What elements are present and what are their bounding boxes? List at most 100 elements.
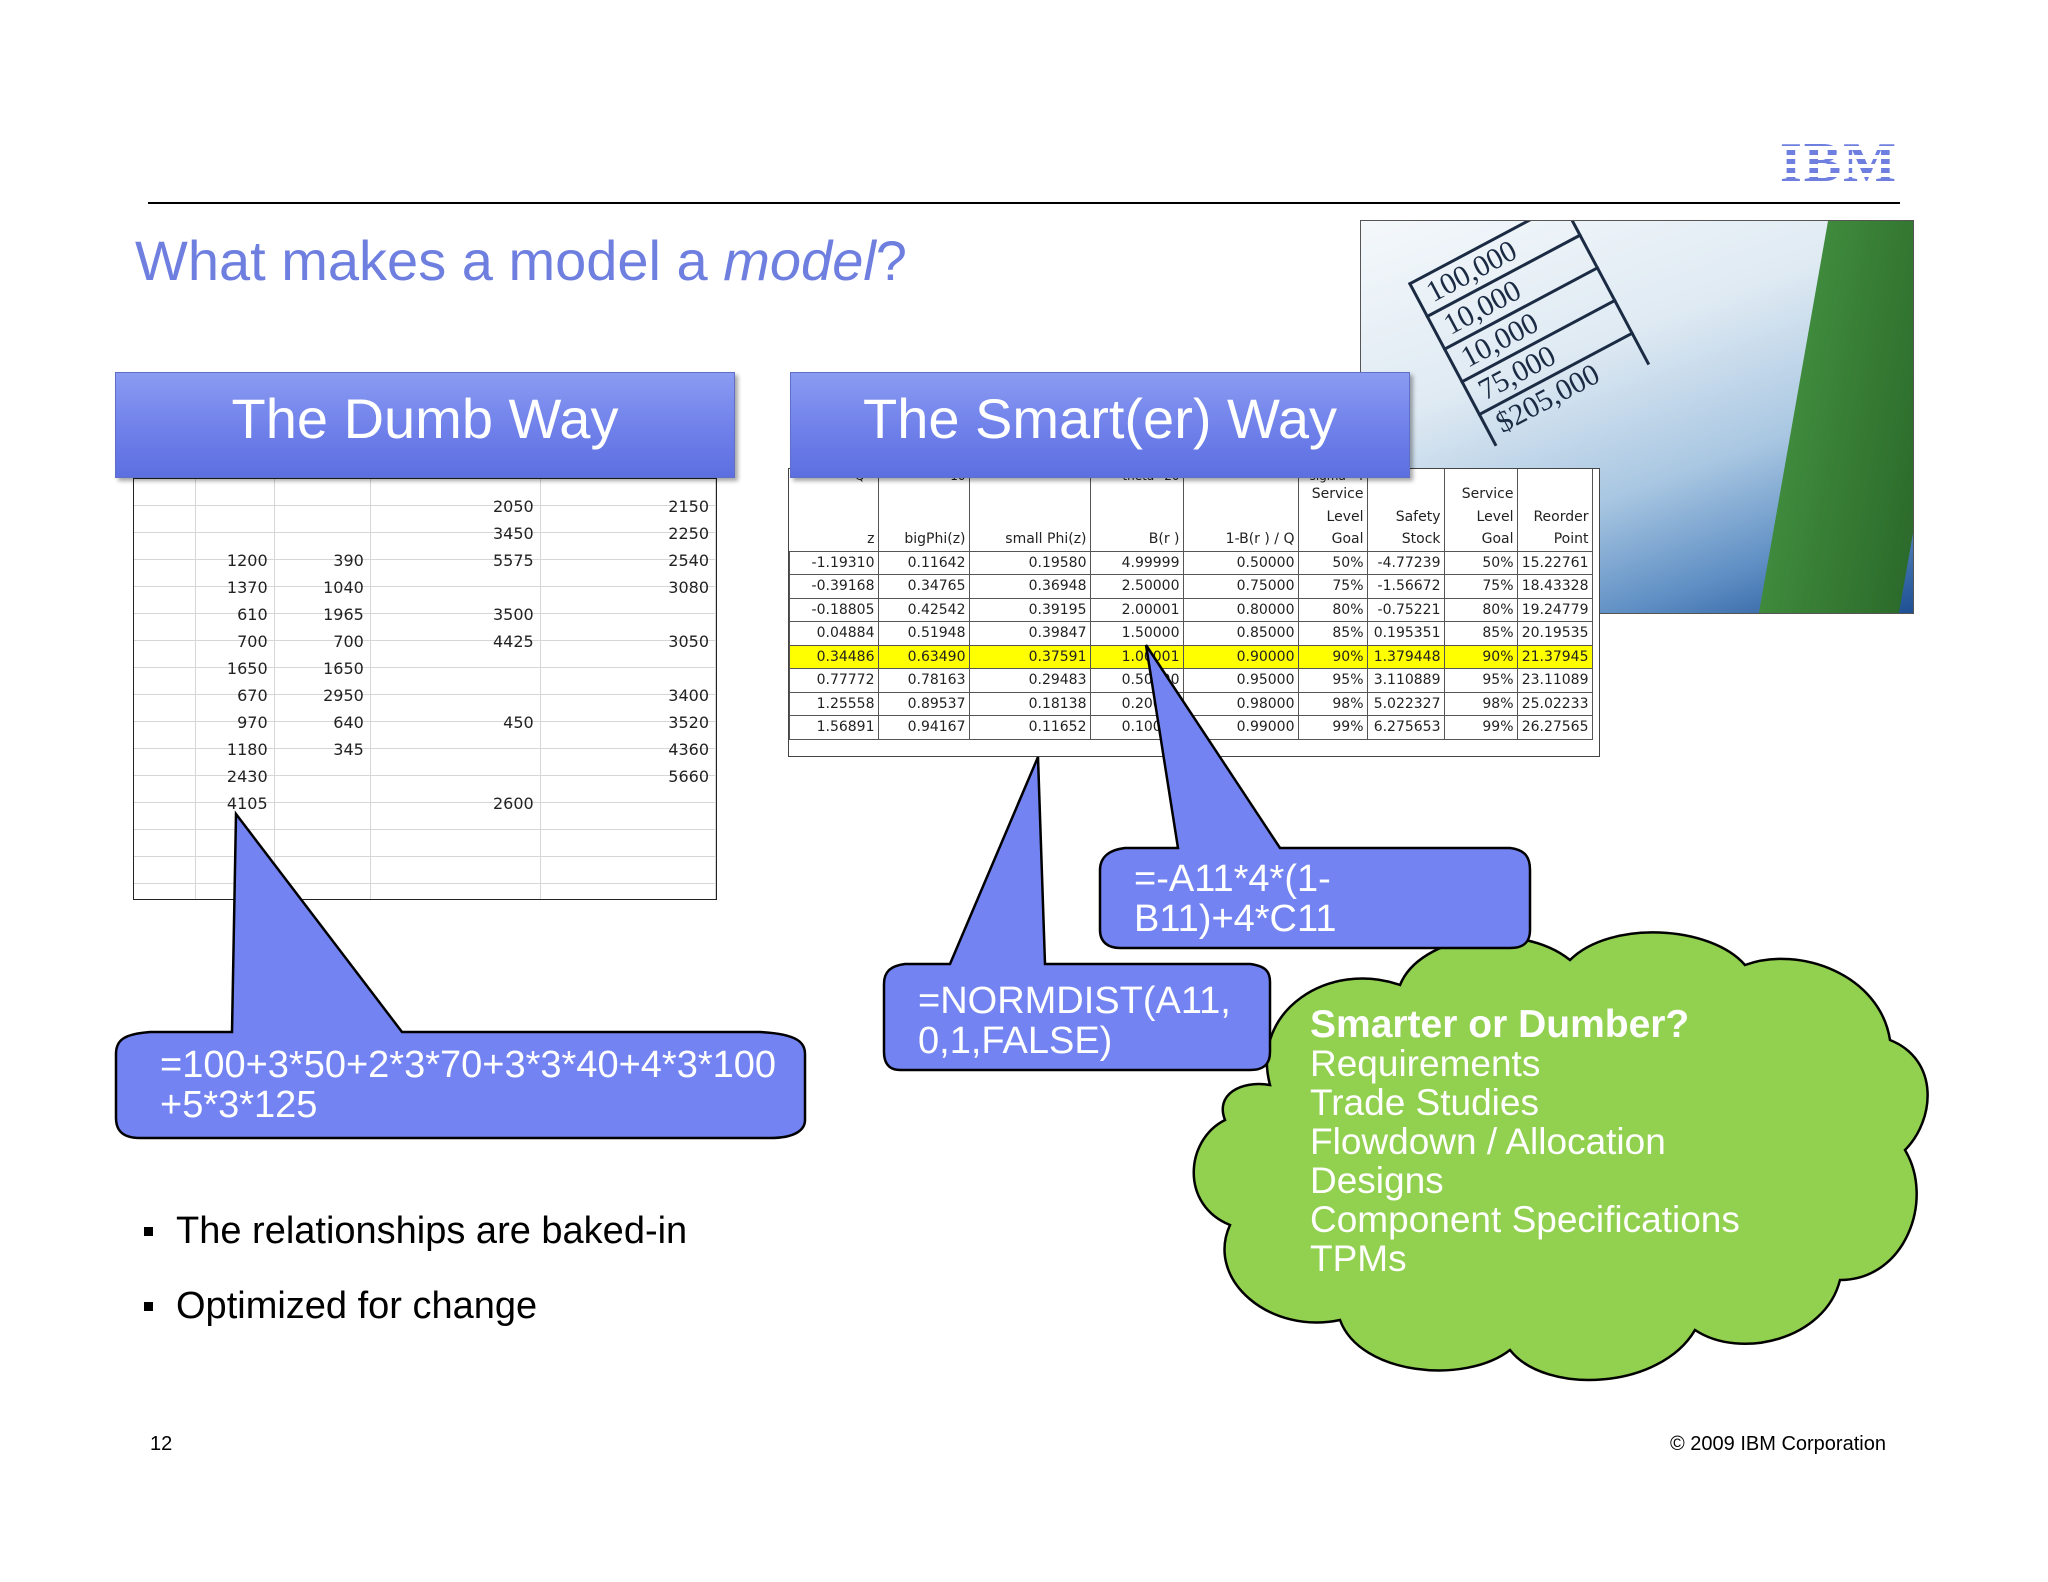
header-cell	[878, 483, 970, 506]
header-cell: small Phi(z)	[969, 528, 1091, 551]
table-cell	[370, 682, 541, 709]
table-cell	[370, 844, 541, 871]
table-cell	[274, 817, 371, 844]
table-cell: 25.02233	[1516, 691, 1593, 716]
title-suffix: ?	[875, 229, 907, 292]
table-cell: 75%	[1297, 574, 1368, 599]
slide-title: What makes a model a model?	[135, 228, 907, 293]
table-cell: 3450	[370, 520, 541, 547]
table-cell: 0.75000	[1182, 574, 1299, 599]
table-cell: 0.36948	[968, 574, 1091, 599]
table-cell: 1650	[274, 655, 371, 682]
header-cell: Service	[1298, 483, 1368, 506]
header-cell	[1090, 505, 1184, 528]
table-cell: 5.022327	[1366, 691, 1445, 716]
table-cell: 0.94167	[877, 715, 970, 740]
table-cell: 4425	[370, 628, 541, 655]
table-cell: 95%	[1443, 668, 1518, 693]
table-cell	[274, 898, 371, 899]
header-cell: Goal	[1298, 528, 1368, 551]
cloud-item: Designs	[1310, 1160, 1444, 1201]
table-cell	[134, 601, 197, 628]
table-cell: 3080	[540, 574, 716, 601]
table-cell: 2250	[540, 520, 716, 547]
table-cell: 5660	[540, 763, 716, 790]
ibm-logo: IBM	[1780, 132, 1898, 194]
table-cell	[134, 871, 197, 898]
table-cell: -0.75221	[1366, 597, 1445, 622]
table-cell: 6.275653	[1366, 715, 1445, 740]
cloud-item: Requirements	[1310, 1043, 1541, 1084]
table-cell: 15.22761	[1516, 550, 1593, 575]
cloud-item: TPMs	[1310, 1238, 1407, 1279]
table-cell	[134, 790, 197, 817]
table-cell	[540, 844, 716, 871]
table-cell: 0.95000	[1182, 668, 1299, 693]
table-cell: 2.50000	[1089, 574, 1184, 599]
header-rule	[148, 202, 1900, 204]
header-cell	[789, 505, 879, 528]
header-cell: 1-B(r ) / Q	[1183, 528, 1299, 551]
table-cell	[274, 493, 371, 520]
table-cell	[370, 871, 541, 898]
table-cell: 3520	[540, 709, 716, 736]
table-cell: 0.80000	[1182, 597, 1299, 622]
header-cell	[1183, 483, 1299, 506]
table-cell: 50%	[1297, 550, 1368, 575]
table-cell: 1650	[195, 655, 275, 682]
table-cell: 640	[274, 709, 371, 736]
table-cell: 26.27565	[1516, 715, 1593, 740]
header-cell	[969, 483, 1091, 506]
table-cell: 3400	[540, 682, 716, 709]
table-cell: 85%	[1443, 621, 1518, 646]
table-cell: 345	[274, 736, 371, 763]
table-cell	[195, 520, 275, 547]
table-cell: 90%	[1297, 644, 1368, 669]
header-cell: bigPhi(z)	[878, 528, 970, 551]
table-cell: 670	[195, 682, 275, 709]
title-prefix: What makes a model a	[135, 229, 724, 292]
table-cell	[274, 844, 371, 871]
table-cell: 1.379448	[1366, 644, 1445, 669]
dumb-way-header: The Dumb Way	[115, 372, 735, 478]
table-cell	[134, 709, 197, 736]
header-cell: Goal	[1444, 528, 1518, 551]
bullet-item: Optimized for change	[140, 1285, 687, 1328]
header-cell: Safety	[1367, 505, 1445, 528]
title-emphasis: model	[723, 229, 876, 292]
table-cell: -0.18805	[789, 597, 879, 622]
table-cell	[134, 574, 197, 601]
table-cell: 80%	[1443, 597, 1518, 622]
table-cell	[134, 844, 197, 871]
table-cell: 21.37945	[1516, 644, 1593, 669]
table-cell: 1200	[195, 547, 275, 574]
table-cell: 2150	[540, 493, 716, 520]
table-cell	[134, 682, 197, 709]
header-cell: Reorder	[1517, 505, 1593, 528]
header-cell	[1183, 505, 1299, 528]
table-cell: 19.24779	[1516, 597, 1593, 622]
table-cell	[540, 871, 716, 898]
table-cell: 1180	[195, 736, 275, 763]
table-cell: 18.43328	[1516, 574, 1593, 599]
table-cell	[274, 790, 371, 817]
header-cell: Level	[1444, 505, 1518, 528]
table-cell: 0.50000	[1182, 550, 1299, 575]
header-cell	[789, 483, 879, 506]
header-cell	[1367, 483, 1445, 506]
cloud-item: Trade Studies	[1310, 1082, 1539, 1123]
table-cell: 90%	[1443, 644, 1518, 669]
table-cell: 0.34765	[877, 574, 970, 599]
